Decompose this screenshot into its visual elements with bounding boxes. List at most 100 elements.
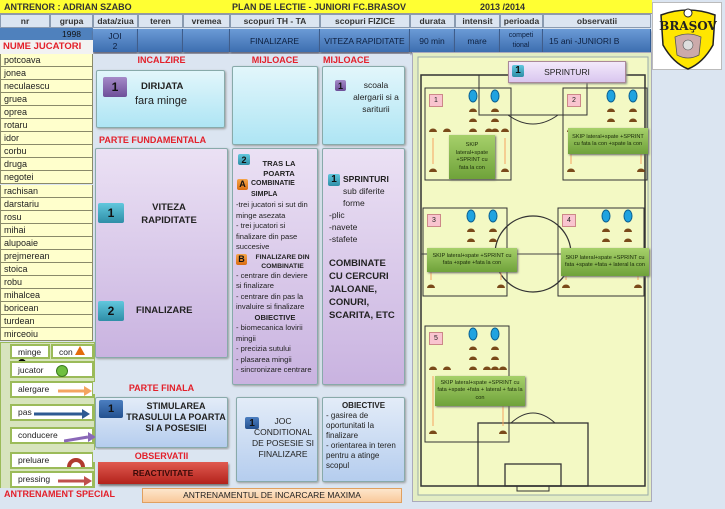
final-th-box: 1 JOC CONDITIONAL DE POSESIE SI FINALIZA… bbox=[236, 397, 318, 482]
cone-marker bbox=[501, 168, 509, 172]
cone-marker bbox=[607, 108, 615, 112]
player-name: mihalcea bbox=[0, 288, 93, 302]
drill-number: 4 bbox=[562, 214, 576, 227]
player-name: potcoava bbox=[0, 54, 93, 67]
column-header: nr bbox=[0, 14, 50, 28]
field-title-number: 1 bbox=[512, 65, 524, 77]
club-crest-icon: BRAŞOV bbox=[659, 8, 718, 70]
cone-marker bbox=[469, 118, 477, 122]
player-name: mirceoiu bbox=[0, 328, 93, 342]
coach-name: ANTRENOR : ADRIAN SZABO bbox=[4, 2, 132, 12]
player-marker bbox=[623, 209, 633, 223]
player-name: rotaru bbox=[0, 119, 93, 133]
legend-pas: pas bbox=[10, 404, 94, 421]
top-arc bbox=[507, 114, 559, 125]
cone-marker bbox=[491, 356, 499, 360]
cone-marker bbox=[469, 366, 477, 370]
section-mijloace-th: MIJLOACE bbox=[230, 54, 320, 66]
final-obj-title: OBIECTIVE bbox=[341, 401, 386, 410]
durata-button[interactable]: 90 min bbox=[410, 29, 455, 52]
player-marker bbox=[468, 327, 478, 341]
player-name: stoica bbox=[0, 262, 93, 276]
cone-marker bbox=[497, 284, 505, 288]
legend-minge: minge bbox=[10, 344, 50, 367]
legend-label: alergare bbox=[18, 384, 50, 394]
drill-number: 3 bbox=[427, 214, 441, 227]
alergare-arrow-icon bbox=[58, 386, 92, 396]
teren-button[interactable] bbox=[138, 29, 183, 52]
cone-marker bbox=[429, 128, 437, 132]
fund-item-label: FINALIZARE bbox=[136, 305, 193, 316]
section-incalzire: INCALZIRE bbox=[93, 54, 230, 66]
player-name: robu bbox=[0, 275, 93, 289]
fizice-button[interactable]: VITEZA RAPIDITATE bbox=[320, 29, 410, 52]
player-marker bbox=[488, 209, 498, 223]
legend-label: con bbox=[59, 347, 73, 357]
pressing-arrow-icon bbox=[58, 476, 92, 486]
player-name: negotei bbox=[0, 171, 93, 185]
cone-marker bbox=[501, 128, 509, 132]
legend-conducere: conducere bbox=[10, 427, 96, 444]
observatii-button[interactable]: 15 ani -JUNIORI B bbox=[543, 29, 651, 52]
final-number: 1 bbox=[99, 400, 123, 418]
warmup-box: 1 DIRIJATA fara minge bbox=[96, 70, 225, 128]
section-fundamentala: PARTE FUNDAMENTALA bbox=[93, 134, 230, 146]
th-number: 2 bbox=[238, 154, 250, 165]
player-name: darstariu bbox=[0, 197, 93, 211]
a-title: COMBINATIE SIMPLA bbox=[251, 180, 295, 198]
vremea-button[interactable] bbox=[183, 29, 230, 52]
warmup-fiz-text: scoala alergarii si a sariturii bbox=[353, 80, 399, 114]
field-title-box: 1 SPRINTURI bbox=[508, 61, 626, 83]
intensit-button[interactable]: mare bbox=[455, 29, 500, 52]
player-name: gruea bbox=[0, 93, 93, 107]
date-button[interactable]: JOI 2 bbox=[93, 29, 138, 52]
cone-marker bbox=[429, 366, 437, 370]
drill-number: 2 bbox=[567, 94, 581, 107]
warmup-fiz-box: 1 scoala alergarii si a sariturii bbox=[322, 66, 405, 145]
cone-marker bbox=[489, 228, 497, 232]
fundamental-box: 1 VITEZA RAPIDITATE 2 FINALIZARE bbox=[95, 148, 228, 358]
fund-item-number: 2 bbox=[98, 301, 124, 321]
player-name: neculaescu bbox=[0, 80, 93, 94]
drill-instructions: SKIP lateral+spate +SPRINT cu fata +spat… bbox=[561, 248, 649, 276]
cone-marker bbox=[634, 284, 642, 288]
drill-number: 5 bbox=[429, 332, 443, 345]
player-marker bbox=[628, 89, 638, 103]
conducere-arrow-icon bbox=[64, 432, 96, 443]
fiz-lines: -plic -navete -stafete bbox=[329, 210, 358, 244]
final-label: STIMULAREA TRASULUI LA POARTA SI A POSES… bbox=[126, 401, 226, 433]
cone-marker bbox=[624, 238, 632, 242]
legend-pressing: pressing bbox=[10, 471, 94, 488]
obj-title: OBIECTIVE bbox=[254, 312, 296, 322]
cone-marker bbox=[489, 238, 497, 242]
column-header: intensit bbox=[455, 14, 500, 28]
cone-marker bbox=[629, 118, 637, 122]
drill-number: 1 bbox=[429, 94, 443, 107]
cone-marker bbox=[427, 284, 435, 288]
a-lines: -trei jucatori si sut din minge asezata … bbox=[236, 200, 308, 251]
cone-marker bbox=[469, 346, 477, 350]
cone-marker bbox=[469, 128, 477, 132]
cone-icon bbox=[75, 346, 86, 355]
warmup-sub: fara minge bbox=[135, 95, 187, 107]
th-ta-button[interactable]: FINALIZARE bbox=[230, 29, 320, 52]
player-name: rosu bbox=[0, 210, 93, 224]
fund-item-label: VITEZA RAPIDITATE bbox=[141, 202, 197, 226]
club-logo: BRAŞOV bbox=[652, 2, 722, 70]
b-lines: - centrare din deviere si finalizare - c… bbox=[236, 270, 308, 312]
cone-marker bbox=[624, 228, 632, 232]
column-header: data/ziua bbox=[93, 14, 138, 28]
perioada-button[interactable]: competi tional bbox=[500, 29, 543, 52]
cone-marker bbox=[491, 108, 499, 112]
cone-marker bbox=[602, 228, 610, 232]
warmup-fiz-number: 1 bbox=[335, 80, 346, 91]
legend-label: conducere bbox=[18, 430, 58, 440]
b-title: FINALIZARE DIN COMBINATIE bbox=[255, 253, 310, 270]
legend-label: pas bbox=[18, 407, 32, 417]
reactivitate-button[interactable]: REACTIVITATE bbox=[98, 462, 228, 484]
column-header: scopuri FIZICE bbox=[320, 14, 410, 28]
cone-marker bbox=[567, 168, 575, 172]
th-title: TRAS LA POARTA bbox=[262, 159, 296, 178]
obj-lines: - biomecanica lovirii mingii - precizia … bbox=[236, 323, 312, 374]
